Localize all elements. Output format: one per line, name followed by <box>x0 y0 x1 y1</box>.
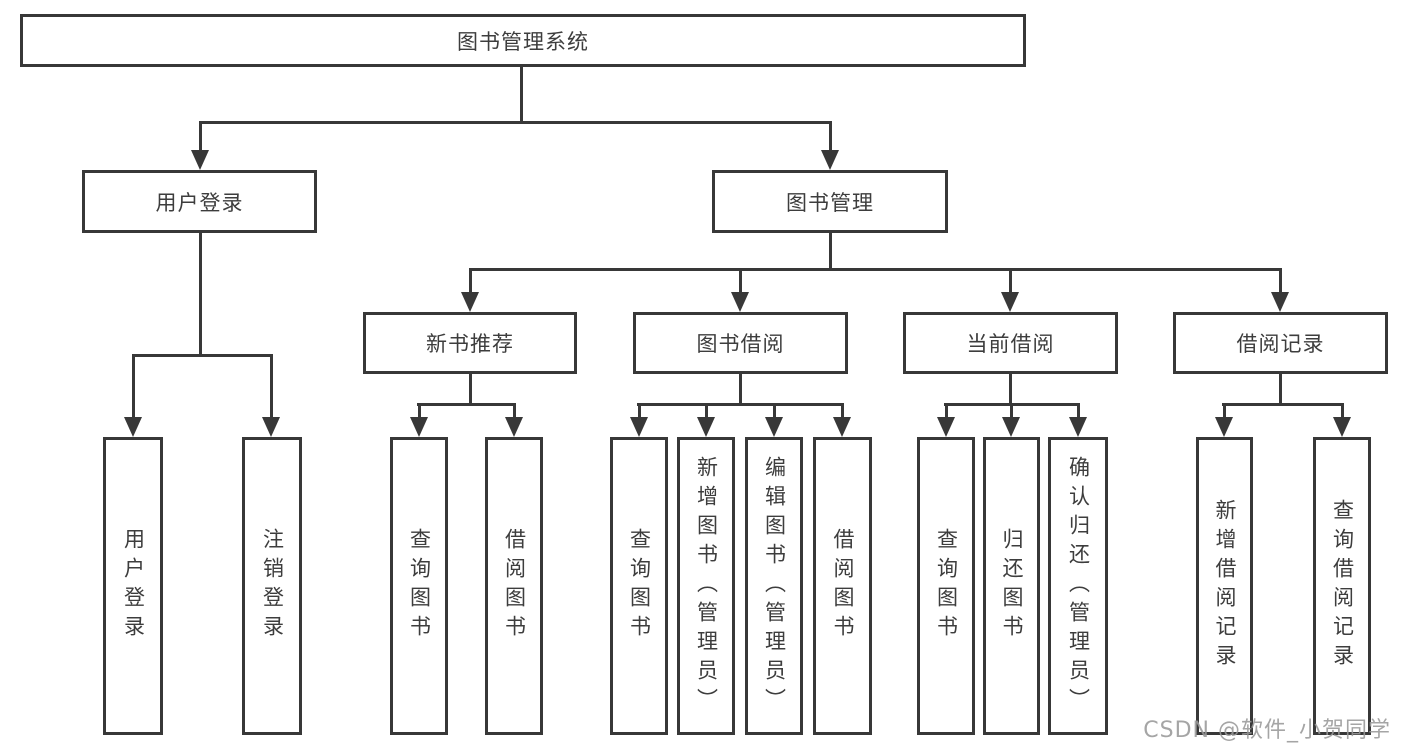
leaf-query-borrow-record: 查询借阅记录 <box>1313 437 1371 735</box>
leaf-label: 用户登录 <box>121 528 146 644</box>
connector-drop <box>418 403 421 419</box>
leaf-return-books: 归还图书 <box>983 437 1040 735</box>
connector-login-stem <box>199 233 202 357</box>
arrow-down-icon <box>124 417 142 437</box>
arrow-down-icon <box>1215 417 1233 437</box>
connector-drop <box>739 268 742 294</box>
connector-root-bar <box>199 121 832 124</box>
arrow-down-icon <box>1069 417 1087 437</box>
arrow-down-icon <box>191 150 209 170</box>
node-borrow-records: 借阅记录 <box>1173 312 1388 374</box>
connector-drop <box>513 403 516 419</box>
arrow-down-icon <box>821 150 839 170</box>
leaf-borrow-books: 借阅图书 <box>813 437 872 735</box>
leaf-user-login: 用户登录 <box>103 437 163 735</box>
csdn-watermark: CSDN @软件_小贺同学 <box>1143 718 1391 743</box>
leaf-label: 编辑图书（管理员） <box>762 455 787 717</box>
arrow-down-icon <box>262 417 280 437</box>
arrow-down-icon <box>1333 417 1351 437</box>
connector-drop <box>132 354 135 419</box>
arrow-down-icon <box>1001 292 1019 312</box>
connector-drop <box>469 268 472 294</box>
connector-current-stem <box>1009 374 1012 406</box>
arrow-down-icon <box>833 417 851 437</box>
arrow-down-icon <box>630 417 648 437</box>
connector-drop <box>1341 403 1344 419</box>
arrow-down-icon <box>461 292 479 312</box>
connector-drop <box>705 403 708 419</box>
connector-drop <box>1077 403 1080 419</box>
arrow-down-icon <box>1271 292 1289 312</box>
connector-records-stem <box>1279 374 1282 406</box>
connector-drop <box>1009 268 1012 294</box>
leaf-add-borrow-record: 新增借阅记录 <box>1196 437 1253 735</box>
connector-login-bar <box>132 354 272 357</box>
node-user-login: 用户登录 <box>82 170 317 233</box>
leaf-label: 借阅图书 <box>502 528 527 644</box>
connector-recommend-stem <box>469 374 472 406</box>
connector-recommend-bar <box>417 403 516 406</box>
connector-drop <box>270 354 273 419</box>
leaf-label: 新增借阅记录 <box>1213 499 1237 673</box>
leaf-label: 查询图书 <box>407 528 432 644</box>
connector-manage-bar <box>469 268 1282 271</box>
connector-drop <box>1010 403 1013 419</box>
connector-drop <box>841 403 844 419</box>
leaf-label: 注销登录 <box>260 528 285 644</box>
connector-drop <box>1223 403 1226 419</box>
leaf-logout: 注销登录 <box>242 437 302 735</box>
arrow-down-icon <box>937 417 955 437</box>
leaf-edit-books-admin: 编辑图书（管理员） <box>745 437 803 735</box>
leaf-label: 新增图书（管理员） <box>694 455 719 717</box>
connector-drop-manage <box>829 121 832 152</box>
node-book-borrow: 图书借阅 <box>633 312 848 374</box>
connector-drop <box>1279 268 1282 294</box>
leaf-confirm-return-admin: 确认归还（管理员） <box>1048 437 1108 735</box>
connector-drop-login <box>199 121 202 152</box>
leaf-label: 借阅图书 <box>831 528 855 644</box>
connector-root-stem <box>520 67 523 123</box>
arrow-down-icon <box>697 417 715 437</box>
node-new-book-recommend: 新书推荐 <box>363 312 577 374</box>
node-current-borrow: 当前借阅 <box>903 312 1118 374</box>
leaf-label: 确认归还（管理员） <box>1066 455 1091 717</box>
leaf-borrow-books-recommend: 借阅图书 <box>485 437 543 735</box>
leaf-query-books-current: 查询图书 <box>917 437 975 735</box>
connector-borrow-bar <box>637 403 844 406</box>
arrow-down-icon <box>1002 417 1020 437</box>
connector-records-bar <box>1222 403 1344 406</box>
leaf-label: 查询图书 <box>627 528 652 644</box>
leaf-query-books-borrow: 查询图书 <box>610 437 668 735</box>
connector-drop <box>945 403 948 419</box>
leaf-label: 查询图书 <box>934 528 959 644</box>
arrow-down-icon <box>505 417 523 437</box>
leaf-query-books-recommend: 查询图书 <box>390 437 448 735</box>
arrow-down-icon <box>731 292 749 312</box>
node-root-system: 图书管理系统 <box>20 14 1026 67</box>
arrow-down-icon <box>765 417 783 437</box>
leaf-add-books-admin: 新增图书（管理员） <box>677 437 735 735</box>
leaf-label: 归还图书 <box>1000 528 1024 644</box>
arrow-down-icon <box>410 417 428 437</box>
leaf-label: 查询借阅记录 <box>1330 499 1355 673</box>
connector-borrow-stem <box>739 374 742 406</box>
connector-drop <box>638 403 641 419</box>
node-book-management: 图书管理 <box>712 170 948 233</box>
connector-manage-stem <box>829 233 832 271</box>
connector-drop <box>773 403 776 419</box>
